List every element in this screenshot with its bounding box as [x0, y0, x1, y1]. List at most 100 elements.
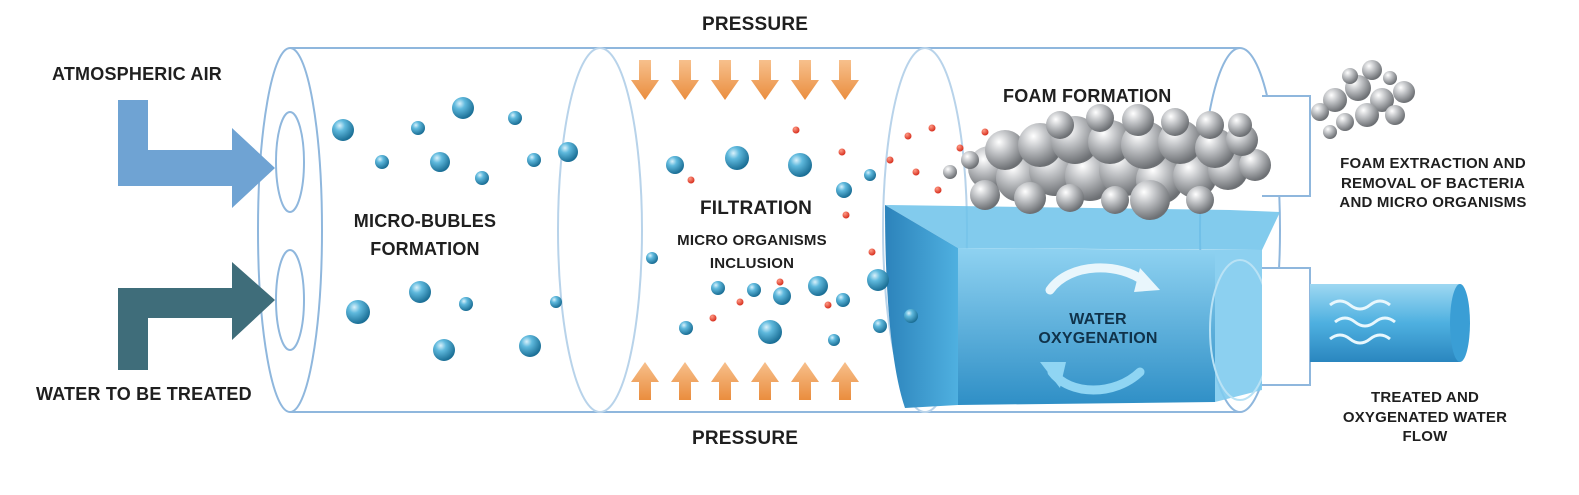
bubble [519, 335, 541, 357]
tube-inlet-end [257, 47, 323, 413]
pressure-arrow-up-icon [831, 362, 859, 400]
pressure-arrow-up-icon [751, 362, 779, 400]
micro-organism-dot [842, 211, 850, 219]
bubble [788, 153, 812, 177]
micro-bubbles-label: MICRO-BUBLES FORMATION [350, 208, 500, 264]
treated-water-label: TREATED AND OXYGENATED WATER FLOW [1335, 388, 1515, 447]
bubble [550, 296, 562, 308]
bubble [646, 252, 658, 264]
foam-extraction-label-line-2: REMOVAL OF BACTERIA [1340, 174, 1526, 192]
tank-right-face [1215, 250, 1262, 402]
micro-organism-dot [912, 168, 920, 176]
foam-extraction-label-line-3: AND MICRO ORGANISMS [1339, 194, 1527, 211]
foam-bubble [1186, 186, 1214, 214]
foam-bubble [1393, 81, 1415, 103]
pressure-arrow-down-icon [671, 60, 699, 100]
bubble [679, 321, 693, 335]
water-inlet-arrow-icon [118, 262, 275, 370]
foam-bubble [1014, 182, 1046, 214]
bubble [475, 171, 489, 185]
bubble [433, 339, 455, 361]
pressure-bottom-label: PRESSURE [692, 428, 799, 449]
foam [943, 60, 1415, 220]
foam-extraction-label: FOAM EXTRACTION AND REMOVAL OF BACTERIA … [1318, 154, 1548, 213]
bubble [459, 297, 473, 311]
outlet-pipe-frame [1262, 267, 1311, 386]
pressure-arrow-up-icon [631, 362, 659, 400]
micro-organism-dot [736, 298, 744, 306]
bubble [409, 281, 431, 303]
tank-top [885, 205, 1280, 250]
bubble [452, 97, 474, 119]
foam-bubble [1046, 111, 1074, 139]
micro-organism-dot [687, 176, 695, 184]
bubble [747, 283, 761, 297]
pressure-top-label: PRESSURE [702, 14, 809, 35]
bubble [836, 182, 852, 198]
foam-bubble [943, 165, 957, 179]
pressure-arrow-up-icon [791, 362, 819, 400]
bubble [346, 300, 370, 324]
pressure-arrow-down-icon [791, 60, 819, 100]
bubble [666, 156, 684, 174]
pressure-arrow-down-icon [751, 60, 779, 100]
micro-organism-dot [824, 301, 832, 309]
foam-bubble [1161, 108, 1189, 136]
water-tank [885, 205, 1280, 408]
water-to-be-treated-label: WATER TO BE TREATED [36, 384, 252, 404]
foam-outlet-pipe [1262, 95, 1311, 197]
bubble [375, 155, 389, 169]
bubble [332, 119, 354, 141]
foam-bubble [1086, 104, 1114, 132]
micro-bubbles-label-line-2: FORMATION [370, 238, 480, 259]
pressure-arrow-up-icon [671, 362, 699, 400]
outlet-pipe [1310, 284, 1460, 362]
flow-wave-3-icon [1329, 333, 1391, 345]
filtration-label: FILTRATION [700, 198, 813, 219]
foam-formation-label: FOAM FORMATION [1003, 86, 1172, 106]
foam-bubble [1362, 60, 1382, 80]
foam-bubble [1130, 180, 1170, 220]
micro-organism-dot [868, 248, 876, 256]
air-inlet-port [275, 111, 305, 213]
water-oxygenation-label-line-1: WATER [1069, 311, 1127, 328]
water-inlet-port [275, 249, 305, 351]
bubble [808, 276, 828, 296]
bubble [711, 281, 725, 295]
micro-bubbles-label-line-1: MICRO-BUBLES [353, 211, 497, 231]
treated-water-outlet [1262, 267, 1470, 386]
tube [257, 47, 1281, 413]
water-oxygenation-label: WATER OXYGENATION [1028, 310, 1168, 348]
bubble [527, 153, 541, 167]
outlet-pipe-end [1450, 284, 1470, 362]
micro-organisms-label-line-2: INCLUSION [709, 254, 795, 272]
foam-bubble [1370, 88, 1394, 112]
bubble [508, 111, 522, 125]
micro-organisms [687, 124, 989, 322]
bubble [773, 287, 791, 305]
micro-organisms-label: MICRO ORGANISMS INCLUSION [672, 230, 832, 275]
foam-bubble [1323, 125, 1337, 139]
micro-organism-dot [956, 144, 964, 152]
foam-bubble [1355, 103, 1379, 127]
foam-bubble [1323, 88, 1347, 112]
foam-bubble [1385, 105, 1405, 125]
foam-bubble [1122, 104, 1154, 136]
flow-wave-2-icon [1334, 316, 1396, 328]
foam-bubble [1342, 68, 1358, 84]
tank-left-face [885, 205, 958, 408]
micro-organism-dot [709, 314, 717, 322]
pressure-arrow-down-icon [631, 60, 659, 100]
bubble [558, 142, 578, 162]
pressure-arrow-up-icon [711, 362, 739, 400]
micro-organism-dot [776, 278, 784, 286]
micro-organism-dot [792, 126, 800, 134]
foam-bubble [985, 130, 1025, 170]
pressure-arrow-down-icon [711, 60, 739, 100]
micro-organism-dot [934, 186, 942, 194]
tube-divider-1 [557, 47, 643, 413]
foam-bubble [970, 180, 1000, 210]
air-inlet-arrow-icon [118, 100, 275, 208]
foam-bubble [1101, 186, 1129, 214]
